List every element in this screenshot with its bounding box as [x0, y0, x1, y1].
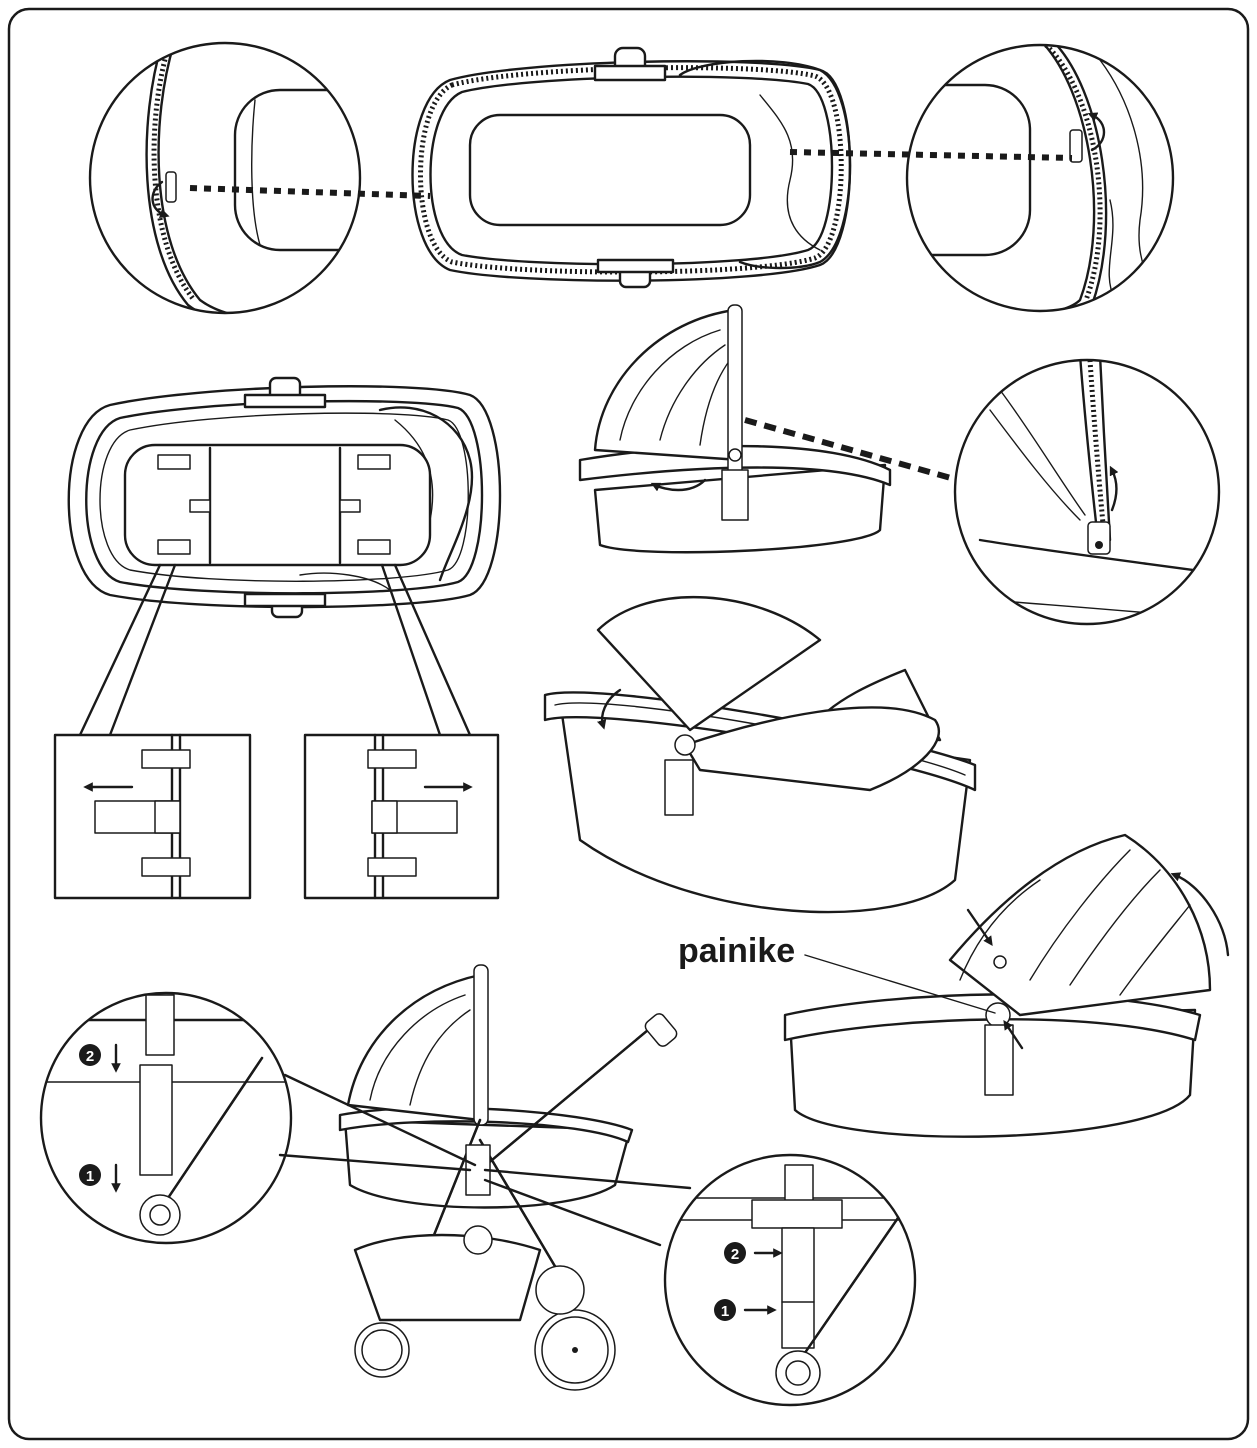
clip-detail-right	[303, 733, 500, 900]
bassinet-with-canopy	[578, 304, 892, 554]
callout-lines-clips	[78, 563, 472, 737]
clip-detail-left	[53, 733, 252, 900]
step-2-number-left: 2	[86, 1048, 94, 1065]
bassinet-canopy-removed	[543, 595, 977, 914]
button-label-leader	[804, 954, 996, 1014]
top-bassinet-top-view	[411, 46, 852, 289]
step-1-number-right: 1	[721, 1303, 729, 1320]
canopy-zipper-detail	[953, 358, 1221, 626]
bottom-callout-lines	[278, 1073, 692, 1247]
page-border	[7, 7, 1250, 1441]
top-right-zipper-detail	[905, 43, 1175, 313]
step-2-number-right: 2	[731, 1246, 739, 1263]
bassinet-canopy-raise	[783, 833, 1230, 1138]
step-1-number-left: 1	[86, 1168, 94, 1185]
bottom-right-attach-detail: 2 1	[663, 1153, 917, 1407]
dotted-connector-left	[189, 185, 431, 199]
dotted-connector-right	[789, 149, 1073, 161]
bottom-left-attach-detail: 2 1	[39, 991, 293, 1245]
button-label: painike	[678, 932, 795, 970]
bassinet-underside-view	[67, 376, 502, 619]
stroller-with-bassinet	[338, 964, 678, 1391]
top-left-zipper-detail	[88, 41, 362, 315]
